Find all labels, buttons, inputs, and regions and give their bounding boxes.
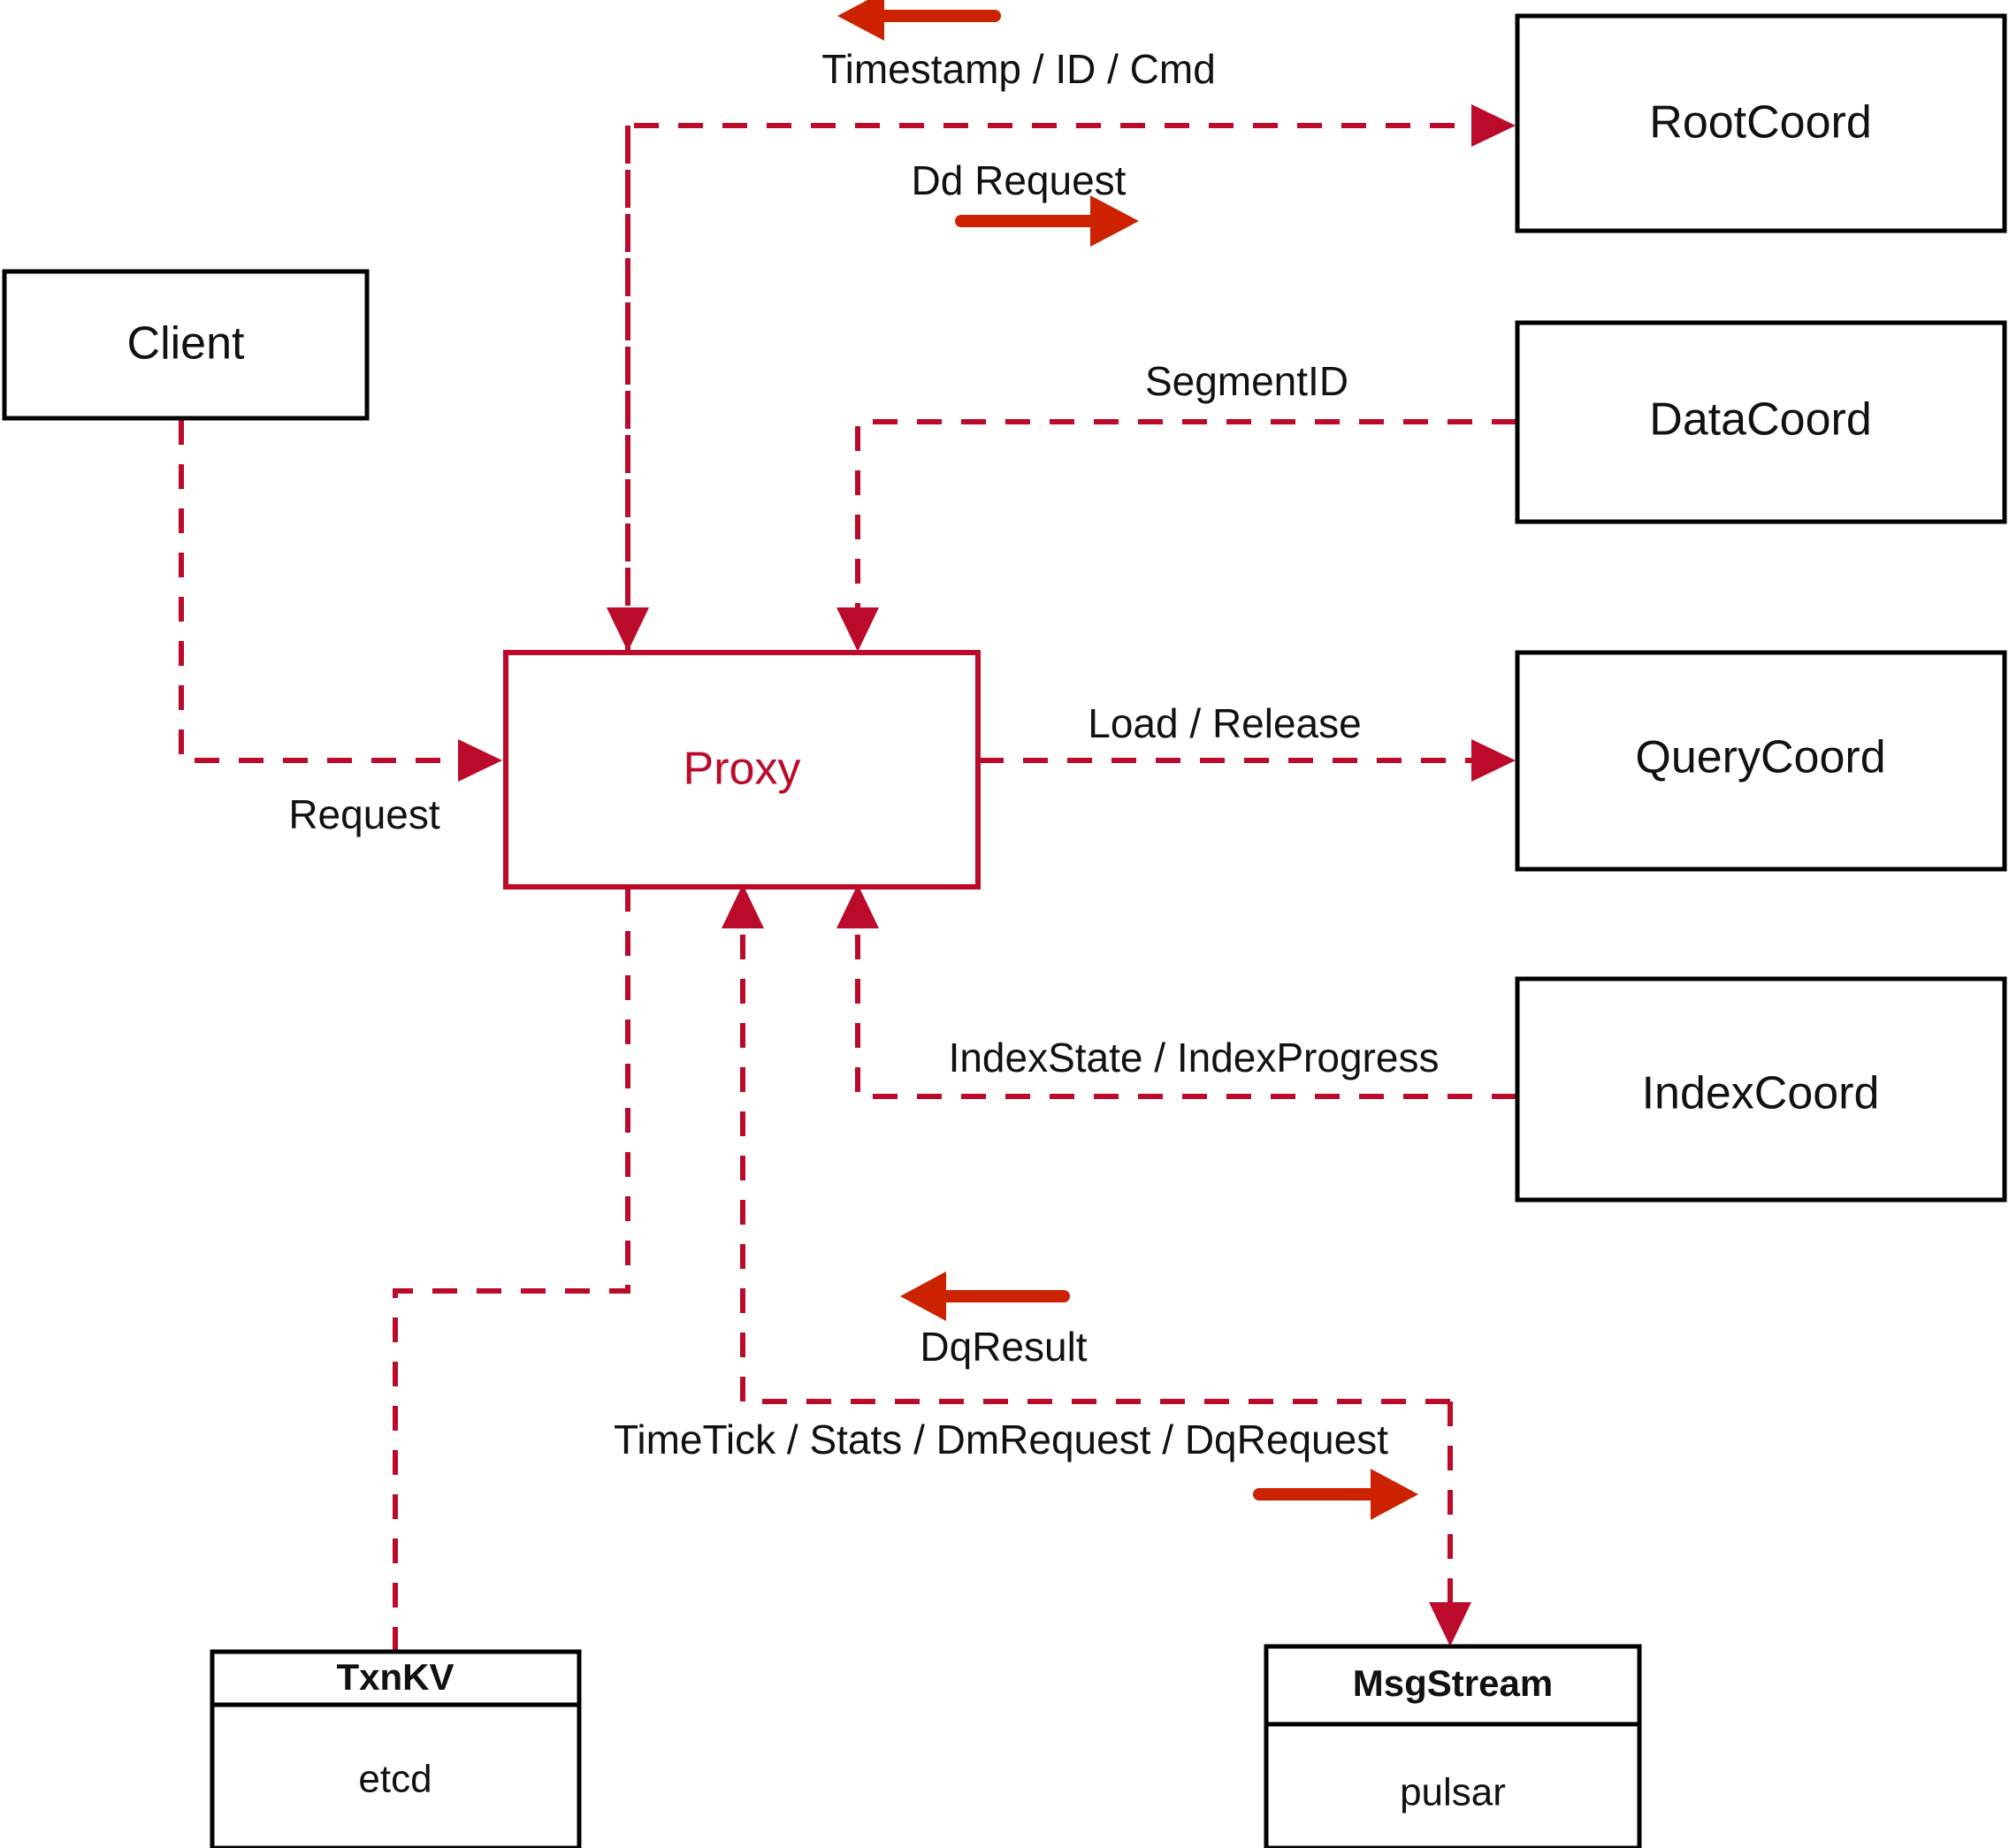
edge-arrowhead-dq-result (722, 884, 764, 928)
node-query-coord-label: QueryCoord (1635, 732, 1885, 783)
node-msgstream-impl-label: pulsar (1400, 1771, 1506, 1814)
edge-arrowhead-timetick (1429, 1602, 1471, 1646)
node-root-coord[interactable] (1515, 13, 2007, 233)
edge-label-timetick-stats-dm-dq: TimeTick / Stats / DmRequest / DqRequest (614, 1417, 1388, 1462)
node-proxy[interactable] (503, 650, 981, 890)
node-client[interactable] (2, 269, 370, 421)
edge-path-dd-request (625, 123, 1503, 650)
edge-arrowhead-index-state (836, 884, 879, 928)
edge-label-timestamp-id-cmd: Timestamp / ID / Cmd (821, 46, 1216, 92)
direction-arrow-timestamp (837, 0, 1001, 41)
edge-label-dq-result: DqResult (920, 1324, 1087, 1370)
node-txnkv[interactable] (210, 1649, 582, 1848)
edge-arrowhead-dd-request (1471, 104, 1516, 147)
direction-arrow-dq-result (900, 1271, 1070, 1321)
edge-label-load-release: Load / Release (1088, 700, 1361, 746)
node-msgstream[interactable] (1264, 1644, 1642, 1848)
edge-path-segment-id (855, 419, 1516, 637)
edge-arrowhead-segment-id (836, 607, 879, 652)
edge-label-request: Request (288, 791, 440, 837)
edge-path-txnkv (393, 887, 630, 1652)
node-index-coord[interactable] (1515, 976, 2007, 1203)
edge-arrowhead-load-release (1471, 739, 1516, 782)
node-client-label: Client (127, 318, 245, 370)
edge-label-segment-id: SegmentID (1145, 358, 1348, 404)
node-query-coord[interactable] (1515, 650, 2007, 872)
edge-arrowhead-request (458, 739, 502, 782)
node-index-coord-label: IndexCoord (1642, 1068, 1880, 1119)
node-txnkv-label: TxnKV (336, 1656, 454, 1698)
node-proxy-label: Proxy (684, 744, 801, 795)
node-msgstream-label: MsgStream (1353, 1662, 1553, 1704)
edge-label-index-state-progress: IndexState / IndexProgress (949, 1035, 1440, 1081)
direction-arrow-dd-request (955, 195, 1139, 247)
node-txnkv-impl-label: etcd (358, 1758, 432, 1801)
edge-arrowhead-rootcoord-down (607, 607, 649, 652)
edge-path-dq-result (740, 902, 1450, 1404)
node-data-coord-label: DataCoord (1649, 394, 1871, 446)
edge-path-request (179, 420, 486, 763)
edge-label-dd-request: Dd Request (912, 157, 1127, 203)
node-data-coord[interactable] (1515, 320, 2007, 524)
node-root-coord-label: RootCoord (1649, 97, 1871, 149)
direction-arrow-timetick (1253, 1469, 1418, 1520)
